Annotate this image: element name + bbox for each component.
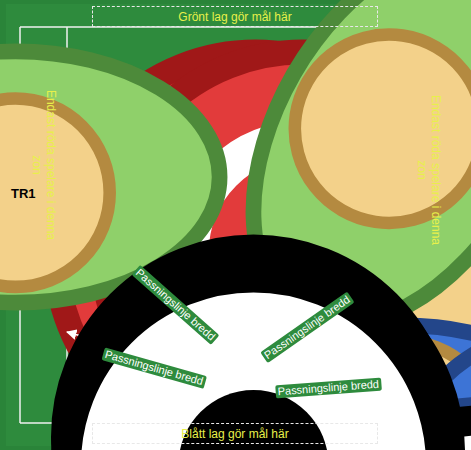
zone-band: Endast röda spelare i denna zon — [20, 35, 67, 295]
goal-box: Grönt lag gör mål här — [92, 6, 378, 27]
goal-box: Blått lag gör mål här — [92, 423, 378, 444]
trainer-label: TR1 — [11, 186, 36, 201]
goal-label: Blått lag gör mål här — [181, 427, 288, 441]
zone-label: Endast röda spelare i denna zon — [415, 84, 443, 256]
zone-band: Endast röda spelare i denna zon — [405, 40, 452, 300]
ball — [66, 278, 441, 450]
goal-label: Grönt lag gör mål här — [178, 10, 291, 24]
zone-label: Endast röda spelare i denna zon — [30, 79, 58, 251]
